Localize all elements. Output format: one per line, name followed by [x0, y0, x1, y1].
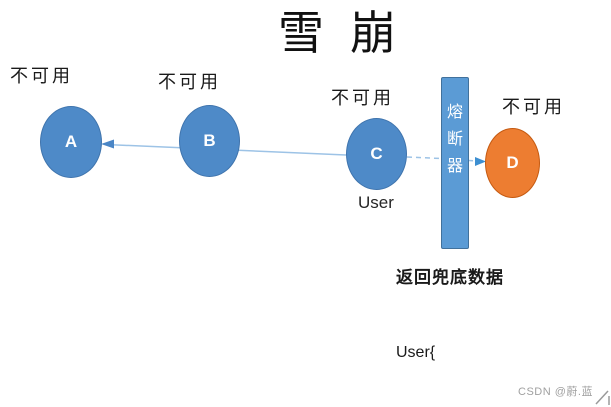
arrowhead-into-a [101, 139, 114, 149]
corner-mark [595, 390, 610, 405]
service-node-c: C [346, 118, 407, 190]
line-c-to-breaker [406, 156, 442, 160]
line-breaker-to-d [468, 159, 478, 162]
user-label: User [358, 193, 394, 212]
service-node-b: B [179, 105, 240, 177]
status-label-a: 不可用 [10, 66, 73, 86]
node-a-letter: A [64, 132, 78, 151]
fallback-heading: 返回兜底数据 [396, 268, 504, 287]
arrowhead-into-d [475, 157, 486, 166]
service-node-d: D [485, 128, 540, 198]
node-d-letter: D [506, 153, 519, 172]
fallback-open-line: User{ [396, 344, 436, 361]
node-c-letter: C [370, 144, 383, 163]
status-label-d: 不可用 [502, 97, 565, 117]
status-label-b: 不可用 [158, 72, 221, 92]
circuit-breaker-bar: 熔断器 [441, 77, 469, 249]
fallback-code: User{ id:0 name:无此用户 } [396, 290, 526, 407]
watermark: CSDN @蔚.蓝 [518, 386, 593, 398]
node-b-letter: B [203, 131, 216, 150]
diagram-title: 雪崩 [278, 8, 422, 59]
status-label-c: 不可用 [331, 88, 394, 108]
service-node-a: A [40, 106, 102, 178]
